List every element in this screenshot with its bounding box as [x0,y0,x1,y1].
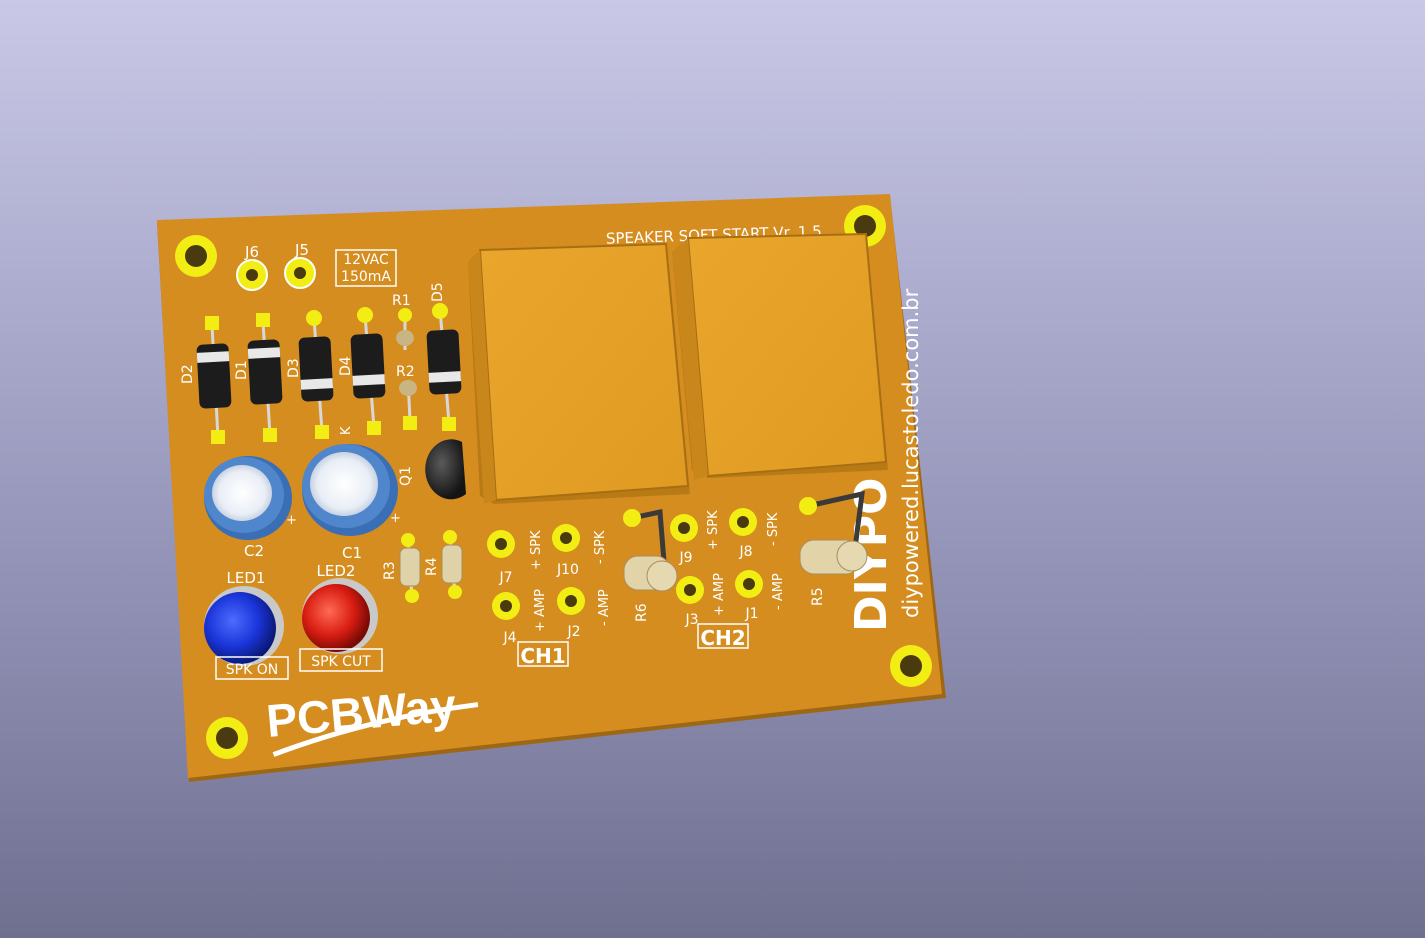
board-url: diypowered.lucastoledo.com.br [899,288,923,618]
label-k: K [339,426,354,435]
label-r2: R2 [396,364,415,380]
label-spk-cut: SPK CUT [311,654,371,670]
ch1-plus-amp: + AMP [533,589,548,632]
capacitors: + C2 + C1 [204,444,401,562]
label-q1: Q1 [398,466,414,486]
label-spk-on: SPK ON [226,662,278,678]
label-c1: C1 [342,544,362,562]
label-d3: D3 [286,358,302,378]
label-j7: J7 [498,570,512,586]
label-j3: J3 [684,612,698,628]
label-d5: D5 [430,282,446,302]
label-ch2: CH2 [700,626,745,650]
ch1-minus-amp: - AMP [597,589,612,626]
label-j5: J5 [294,241,309,259]
power-rating-voltage: 12VAC [343,252,389,268]
label-d1: D1 [234,360,250,380]
label-r3: R3 [382,561,398,580]
label-j9: J9 [678,550,692,566]
mounting-holes [175,205,932,759]
ch1-minus-spk: - SPK [593,530,608,564]
label-r5: R5 [810,587,826,606]
leds: LED1 SPK ON LED2 SPK CUT [204,562,383,680]
resistors-r3-r4: R3 R4 [382,530,463,603]
resistor-r5: R5 [799,490,868,606]
relays [468,232,888,504]
label-r1: R1 [392,293,411,309]
label-r4: R4 [424,557,440,576]
c1-plus-mark: + [390,511,401,526]
ch1-connectors: J7 J10 J4 J2 + SPK - SPK + AMP - AMP CH1 [487,524,612,668]
ch2-plus-spk: + SPK [706,510,721,550]
ch2-minus-spk: - SPK [766,512,781,546]
ch2-minus-amp: - AMP [771,573,786,610]
ch1-plus-spk: + SPK [529,530,544,570]
label-led1: LED1 [227,569,266,587]
label-led2: LED2 [317,562,356,580]
rectifier-diodes: D2 D1 D3 D4 K [180,307,386,444]
r1-r2-d5-area: R1 R2 D5 [392,282,462,431]
ch2-connectors: J9 J8 J3 J1 + SPK - SPK + AMP - AMP CH2 [670,508,786,650]
label-d4: D4 [338,356,354,376]
label-ch1: CH1 [520,644,565,668]
label-j1: J1 [744,606,758,622]
label-j4: J4 [502,630,516,646]
label-j6: J6 [244,243,259,261]
c2-plus-mark: + [286,513,297,528]
label-j8: J8 [738,544,752,560]
power-rating-current: 150mA [341,269,391,285]
label-j2: J2 [566,624,580,640]
transistor-q1: Q1 [398,439,466,500]
label-d2: D2 [180,364,196,384]
label-c2: C2 [244,542,264,560]
resistor-r6: R6 [623,508,678,622]
ch2-plus-amp: + AMP [712,573,727,616]
label-j10: J10 [556,562,579,578]
label-r6: R6 [634,603,650,622]
power-input-area: J6 J5 12VAC 150mA [236,241,397,291]
